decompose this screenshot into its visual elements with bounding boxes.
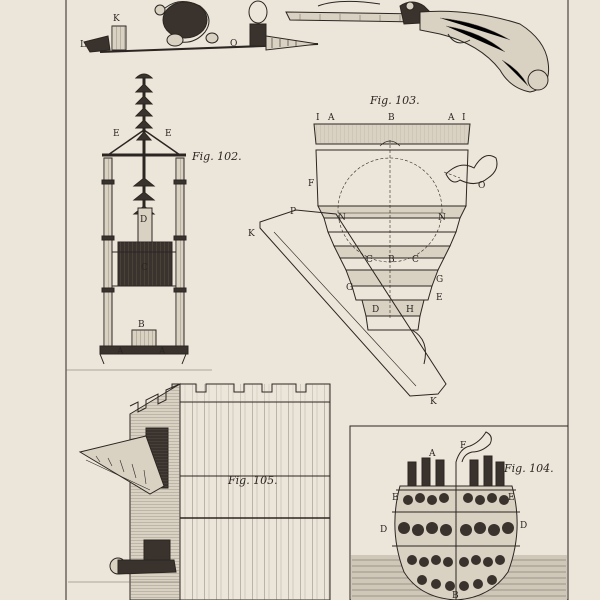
fig104-label-b: B bbox=[452, 591, 459, 600]
fig103-label-b-top: B bbox=[388, 113, 395, 123]
fig103-label-e: E bbox=[436, 293, 443, 303]
top-label-o: O bbox=[230, 39, 237, 49]
fig102-label-a-right: A bbox=[158, 347, 166, 357]
fig104-label-d-right: D bbox=[520, 521, 527, 531]
fig102-label-a-left: A bbox=[116, 347, 124, 357]
fig103-label-o: O bbox=[478, 181, 485, 191]
fig103-label-h: H bbox=[406, 305, 414, 315]
fig102-label-e-left: E bbox=[113, 129, 120, 139]
fig103-label-n-right: N bbox=[438, 213, 446, 223]
fig103-label-a-left: A bbox=[327, 113, 335, 123]
fig102-caption: Fig. 102. bbox=[191, 150, 242, 163]
fig103-caption: Fig. 103. bbox=[369, 94, 420, 107]
fig103-label-a-right: A bbox=[447, 113, 455, 123]
fig103-label-i-right: I bbox=[462, 113, 466, 123]
fig103-label-d: D bbox=[372, 305, 379, 315]
figure-104 bbox=[349, 425, 569, 600]
fig102-label-c: C bbox=[141, 263, 148, 273]
fig105-caption: Fig. 105. bbox=[227, 474, 278, 487]
fig103-label-c-right: C bbox=[412, 255, 419, 265]
fig103-label-n-left: N bbox=[338, 213, 346, 223]
fig102-label-d: D bbox=[140, 215, 147, 225]
top-label-k: K bbox=[113, 14, 120, 24]
fig103-label-g-right: G bbox=[436, 275, 443, 285]
fig103-label-k-lower: K bbox=[430, 397, 437, 407]
figure-102 bbox=[66, 73, 212, 371]
fig104-label-a: A bbox=[428, 449, 436, 459]
figure-105 bbox=[68, 383, 331, 600]
fig103-label-g-left: G bbox=[346, 283, 353, 293]
top-lock-mechanism bbox=[83, 0, 319, 53]
fig103-label-p: P bbox=[290, 207, 296, 217]
top-pistol bbox=[285, 0, 550, 93]
fig103-label-b-mid: B bbox=[388, 255, 395, 265]
fig104-label-e-left: E bbox=[392, 493, 399, 503]
figure-103 bbox=[259, 123, 498, 397]
fig104-caption: Fig. 104. bbox=[503, 462, 554, 475]
fig104-label-f: F bbox=[460, 441, 466, 451]
fig104-label-e-right: E bbox=[508, 493, 515, 503]
fig104-label-d-left: D bbox=[380, 525, 387, 535]
fig103-label-c-left: C bbox=[366, 255, 373, 265]
fig102-label-e-right: E bbox=[165, 129, 172, 139]
top-label-l: L bbox=[80, 40, 86, 50]
fig103-label-k-upper: K bbox=[248, 229, 255, 239]
fig103-label-f: F bbox=[308, 179, 314, 189]
fig102-label-b: B bbox=[138, 320, 145, 330]
fig103-label-i-left: I bbox=[316, 113, 320, 123]
